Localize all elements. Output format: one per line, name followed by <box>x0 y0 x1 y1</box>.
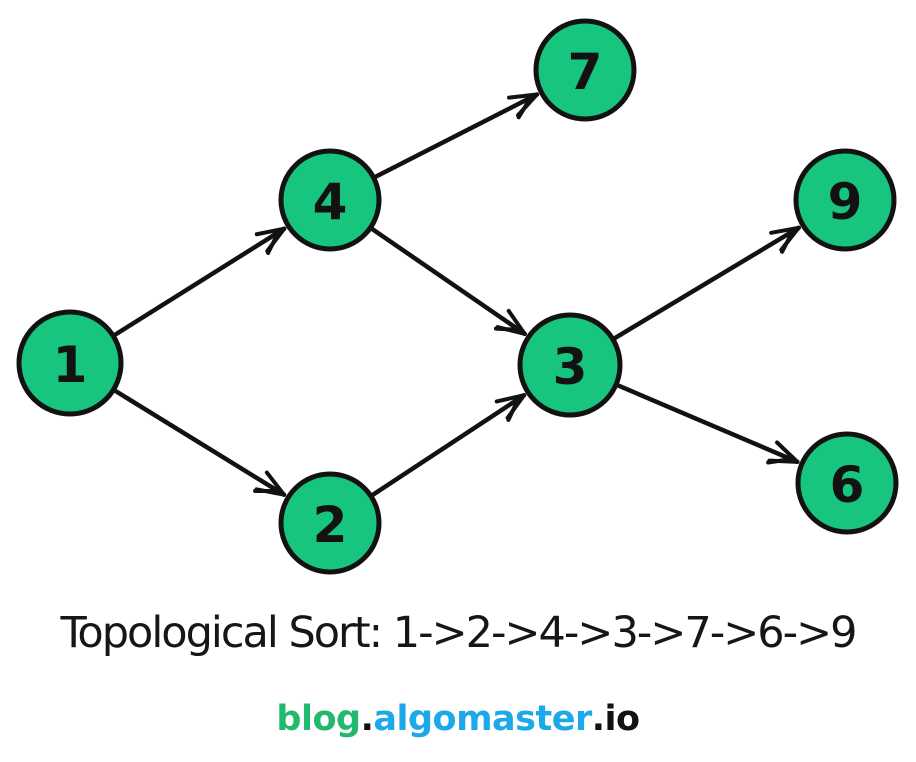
graph-canvas: 1 4 7 9 3 2 6 <box>16 18 899 575</box>
graph-node-1: 1 <box>16 309 124 417</box>
node-circle <box>278 471 382 575</box>
edge-2-3 <box>369 392 527 498</box>
node-circle <box>517 312 623 418</box>
graph-node-2: 2 <box>278 471 382 575</box>
node-label: 3 <box>553 338 588 396</box>
node-label: 7 <box>568 43 603 101</box>
edge-1-2 <box>112 388 287 497</box>
node-circle <box>795 431 899 535</box>
edge-1-4 <box>111 226 287 338</box>
graph-node-3: 3 <box>517 312 623 418</box>
edge-4-7 <box>372 92 540 180</box>
edge-4-3 <box>368 226 527 337</box>
caption-text: Topological Sort: 1->2->4->3->7->6->9 <box>60 608 857 658</box>
node-circle <box>533 18 637 122</box>
site-watermark: blog.algomaster.io <box>0 694 916 744</box>
node-label: 4 <box>313 173 348 231</box>
graph-node-7: 7 <box>533 18 637 122</box>
node-label: 1 <box>53 336 88 394</box>
node-circle <box>793 148 897 252</box>
edge-3-9 <box>611 225 801 342</box>
node-circle <box>16 309 124 417</box>
node-label: 2 <box>313 496 348 554</box>
footer-segment: . <box>360 699 374 739</box>
edge-3-6 <box>614 382 800 465</box>
node-label: 6 <box>830 456 865 514</box>
graph-node-4: 4 <box>278 148 382 252</box>
node-label: 9 <box>828 173 863 231</box>
footer-segment: .io <box>591 699 640 739</box>
graph-node-9: 9 <box>793 148 897 252</box>
node-circle <box>278 148 382 252</box>
footer-segment: algomaster <box>373 699 592 739</box>
footer-segment: blog <box>276 699 361 739</box>
graph-node-6: 6 <box>795 431 899 535</box>
